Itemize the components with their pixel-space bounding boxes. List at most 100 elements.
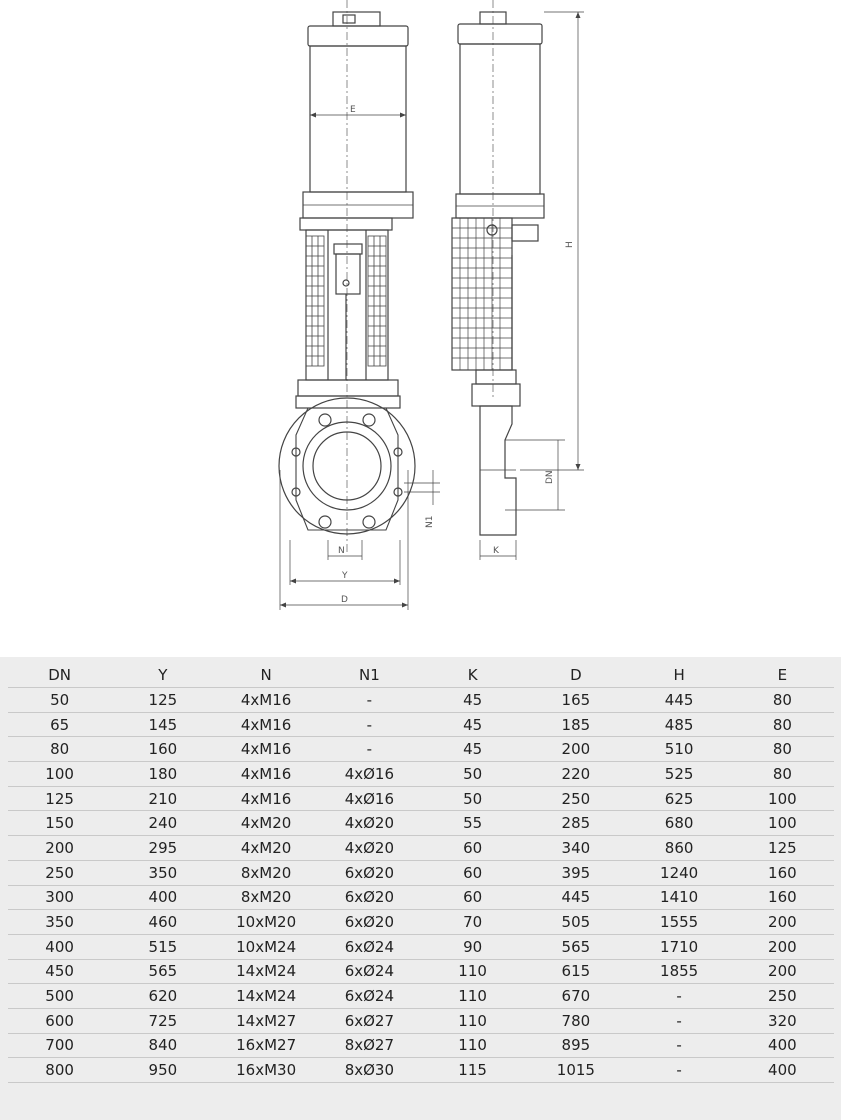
table-cell: 110	[421, 983, 525, 1009]
table-cell: 200	[524, 736, 628, 763]
table-cell: 4xM16	[214, 687, 318, 713]
table-cell: 8xØ27	[317, 1033, 421, 1059]
table-cell: 505	[524, 909, 628, 935]
table-cell: 950	[111, 1057, 215, 1083]
table-cell: 8xØ30	[317, 1057, 421, 1083]
table-cell: 670	[524, 983, 628, 1009]
table-cell: 4xM20	[214, 810, 318, 837]
table-cell: 200	[730, 959, 834, 985]
table-cell: 8xM20	[214, 885, 318, 911]
table-cell: -	[627, 1057, 731, 1083]
table-cell: 250	[730, 983, 834, 1009]
table-cell: -	[627, 1033, 731, 1059]
table-cell: 16xM27	[214, 1033, 318, 1059]
table-cell: 600	[8, 1008, 112, 1034]
table-header-row: DN Y N N1 K D H E	[8, 663, 834, 688]
table-cell: 60	[421, 885, 525, 911]
table-cell: 160	[111, 736, 215, 763]
column-header: N	[214, 663, 318, 688]
table-cell: 160	[730, 885, 834, 911]
table-cell: 50	[8, 687, 112, 713]
table-cell: 340	[524, 835, 628, 861]
table-cell: 6xØ20	[317, 885, 421, 911]
table-cell: 200	[730, 909, 834, 935]
table-cell: 115	[421, 1057, 525, 1083]
column-header: K	[421, 663, 525, 688]
table-cell: 80	[730, 712, 834, 738]
table-cell: 80	[730, 761, 834, 787]
table-cell: -	[627, 1008, 731, 1034]
table-cell: 100	[730, 810, 834, 837]
table-cell: 500	[8, 983, 112, 1009]
table-cell: 6xØ24	[317, 934, 421, 960]
column-header: E	[730, 663, 834, 688]
table-cell: 4xØ16	[317, 761, 421, 787]
table-cell: 620	[111, 983, 215, 1009]
table-cell: 45	[421, 712, 525, 738]
table-cell: 285	[524, 810, 628, 837]
table-cell: 10xM20	[214, 909, 318, 935]
table-cell: 725	[111, 1008, 215, 1034]
table-cell: 6xØ27	[317, 1008, 421, 1034]
table-cell: 200	[730, 934, 834, 960]
label-e: E	[350, 105, 356, 115]
table-cell: 100	[730, 786, 834, 812]
table-cell: 625	[627, 786, 731, 812]
column-header: D	[524, 663, 628, 688]
table-cell: 400	[730, 1033, 834, 1059]
table-cell: 860	[627, 835, 731, 861]
table-cell: 90	[421, 934, 525, 960]
column-header: H	[627, 663, 731, 688]
table-cell: 6xØ24	[317, 983, 421, 1009]
table-cell: 165	[524, 687, 628, 713]
table-cell: 350	[8, 909, 112, 935]
table-cell: 4xØ20	[317, 810, 421, 837]
table-cell: 6xØ24	[317, 959, 421, 985]
table-cell: 565	[111, 959, 215, 985]
table-cell: 45	[421, 736, 525, 763]
label-d: D	[341, 595, 348, 605]
table-cell: 250	[8, 860, 112, 886]
table-cell: 80	[730, 687, 834, 713]
table-cell: 4xM16	[214, 786, 318, 812]
table-cell: 8xM20	[214, 860, 318, 886]
label-y: Y	[341, 571, 348, 581]
table-cell: 680	[627, 810, 731, 837]
table-cell: 4xM16	[214, 761, 318, 787]
table-cell: 160	[730, 860, 834, 886]
table-cell: 55	[421, 810, 525, 837]
table-cell: 185	[524, 712, 628, 738]
table-cell: 125	[730, 835, 834, 861]
table-cell: 400	[111, 885, 215, 911]
table-cell: 80	[8, 736, 112, 763]
table-cell: 800	[8, 1057, 112, 1083]
table-cell: 300	[8, 885, 112, 911]
table-cell: 1555	[627, 909, 731, 935]
table-cell: 6xØ20	[317, 860, 421, 886]
column-header: N1	[317, 663, 421, 688]
label-n1: N1	[425, 516, 435, 528]
table-cell: 4xM20	[214, 835, 318, 861]
table-cell: -	[627, 983, 731, 1009]
table-cell: 445	[524, 885, 628, 911]
table-cell: 50	[421, 761, 525, 787]
table-cell: 10xM24	[214, 934, 318, 960]
table-cell: 460	[111, 909, 215, 935]
table-cell: 50	[421, 786, 525, 812]
table-cell: 350	[111, 860, 215, 886]
table-cell: 100	[8, 761, 112, 787]
valve-technical-drawing: E	[278, 0, 584, 610]
table-cell: 295	[111, 835, 215, 861]
column-header: Y	[111, 663, 215, 688]
table-cell: 525	[627, 761, 731, 787]
table-cell: -	[317, 712, 421, 738]
table-cell: 150	[8, 810, 112, 837]
